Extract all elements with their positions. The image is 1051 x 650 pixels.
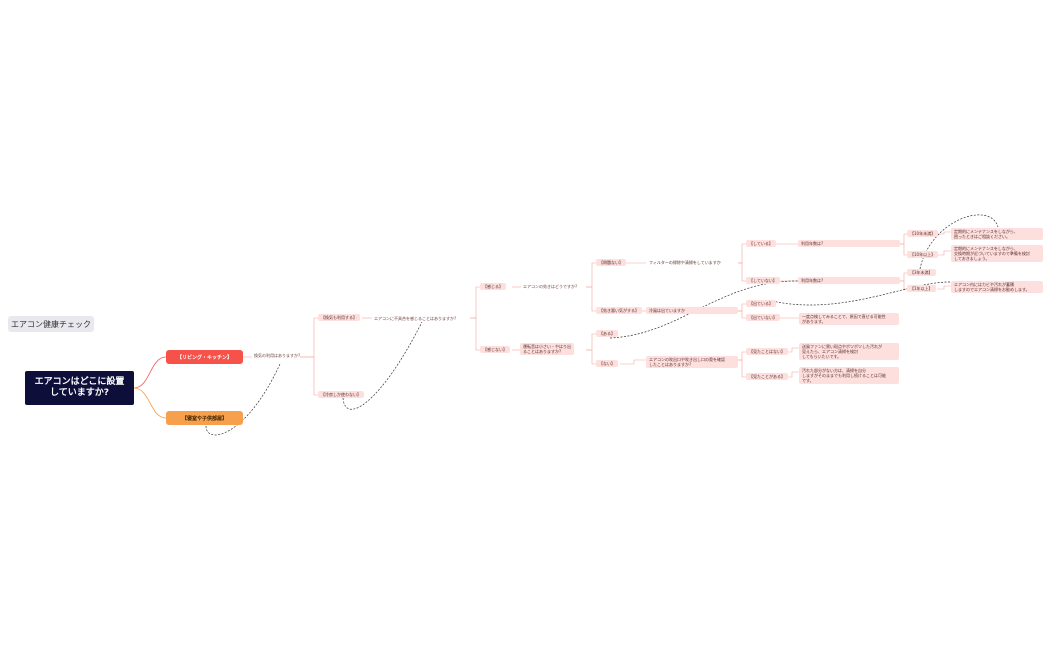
question-years-2[interactable]: 利用年数は?: [798, 277, 900, 284]
connector-line: [937, 231, 951, 235]
connector-line: [900, 233, 907, 245]
connector-line: [586, 262, 596, 288]
connector-line: [937, 250, 951, 256]
node-ventilation-use[interactable]: 【換気も利用する】: [318, 314, 360, 321]
text-gas-check[interactable]: 一度点検してみることで、原因で直せる可能性 があります。: [799, 313, 899, 325]
relation-arrow-years: [771, 281, 961, 306]
connector-line: [470, 317, 480, 351]
connector-root-bedroom: [133, 387, 167, 419]
node-poor-effect[interactable]: 【効き悪い気がする】: [596, 307, 642, 314]
connector-line: [900, 280, 907, 290]
relation-arrow-bedroom: [205, 363, 281, 436]
node-no[interactable]: 【ない】: [596, 360, 618, 367]
node-under-3-years[interactable]: 【3年未満】: [907, 269, 936, 276]
question-effectiveness[interactable]: エアコンの効きはどうですか?: [523, 284, 578, 289]
connector-line: [620, 359, 646, 365]
question-ventilation[interactable]: 換気の利用はありますか?: [254, 353, 301, 358]
text-mold[interactable]: 汚れた部分がない方は、清掃を自分 しますがそのままでも利用し続けることは可能 で…: [799, 367, 899, 384]
connector-line: [738, 359, 746, 378]
question-check-outlet[interactable]: エアコンの吹出口や吹き出し口の奥を確認 したことはありますか?: [646, 356, 738, 368]
node-not-doing[interactable]: 【していない】: [746, 277, 780, 284]
node-no-problem[interactable]: 【問題ない】: [596, 259, 626, 266]
connector-line: [738, 310, 746, 319]
question-malfunction[interactable]: エアコンに不具合を感じることはありますか?: [374, 316, 457, 321]
text-maintenance-1[interactable]: 定期的にメンテナンスをしながら、 困ったときはご相談ください。: [951, 228, 1043, 240]
question-years-1[interactable]: 利用年数は?: [798, 240, 900, 247]
connector-line: [738, 303, 746, 312]
node-under-10-years[interactable]: 【10年未満】: [907, 230, 939, 237]
branch-bedroom[interactable]: 【寝室や子供部屋】: [166, 411, 243, 425]
node-not-feel[interactable]: 【感じない】: [480, 346, 510, 353]
connector-line: [738, 351, 746, 361]
connector-line: [900, 243, 907, 256]
question-operation-sound[interactable]: 運転音は小さい・やはり出 ることはありますか?: [520, 343, 574, 355]
connector-root-living: [133, 356, 167, 389]
connector-line: [786, 347, 799, 353]
text-maintenance-2[interactable]: 定期的にメンテナンスをしながら、 交換時期が近づいていますので準備を検討 してお…: [951, 245, 1043, 262]
text-cleaning[interactable]: エアコン内にはカビや汚れが蓄積 しますのでエアコン清掃をお勧めします。: [951, 281, 1043, 293]
node-doing[interactable]: 【している】: [746, 240, 776, 247]
relation-arrow-cooling: [342, 321, 423, 410]
node-feel[interactable]: 【感じる】: [480, 283, 506, 290]
text-fan-dirt[interactable]: 送風ファンに黒い斑点やボツボツした汚れが 見えたら、エアコン清掃を検討 してもら…: [799, 343, 899, 360]
question-cold-air[interactable]: 冷風は出ていますか: [646, 307, 738, 314]
connector-line: [300, 356, 318, 396]
node-over-10-years[interactable]: 【10年以上】: [907, 251, 939, 258]
connector-line: [738, 243, 746, 264]
branch-living-kitchen[interactable]: 【リビング・キッチン】: [166, 350, 243, 364]
node-cooling-only[interactable]: 【冷房しか使わない】: [318, 391, 364, 398]
connector-line: [738, 262, 746, 282]
connector-line: [937, 285, 951, 290]
node-never-seen[interactable]: 【見たことはない】: [746, 348, 788, 355]
map-title[interactable]: エアコン健康チェック: [8, 316, 94, 332]
node-yes[interactable]: 【ある】: [596, 330, 618, 337]
question-filter[interactable]: フィルターの掃除や清掃をしていますか: [649, 260, 721, 265]
connector-line: [900, 272, 907, 282]
connector-line: [470, 286, 480, 319]
node-over-1-year[interactable]: 【1年以上】: [907, 285, 936, 292]
connector-line: [586, 286, 596, 312]
connector-line: [586, 333, 596, 351]
connector-line: [786, 371, 799, 378]
node-air-not-out[interactable]: 【出ていない】: [746, 314, 780, 321]
relation-arrow-yes: [609, 280, 799, 339]
node-have-seen[interactable]: 【見たことがある】: [746, 373, 788, 380]
connector-line: [586, 349, 596, 365]
node-air-out[interactable]: 【出ている】: [746, 300, 776, 307]
connector-line: [300, 317, 318, 358]
root-topic[interactable]: エアコンはどこに設置 していますか?: [25, 371, 134, 405]
